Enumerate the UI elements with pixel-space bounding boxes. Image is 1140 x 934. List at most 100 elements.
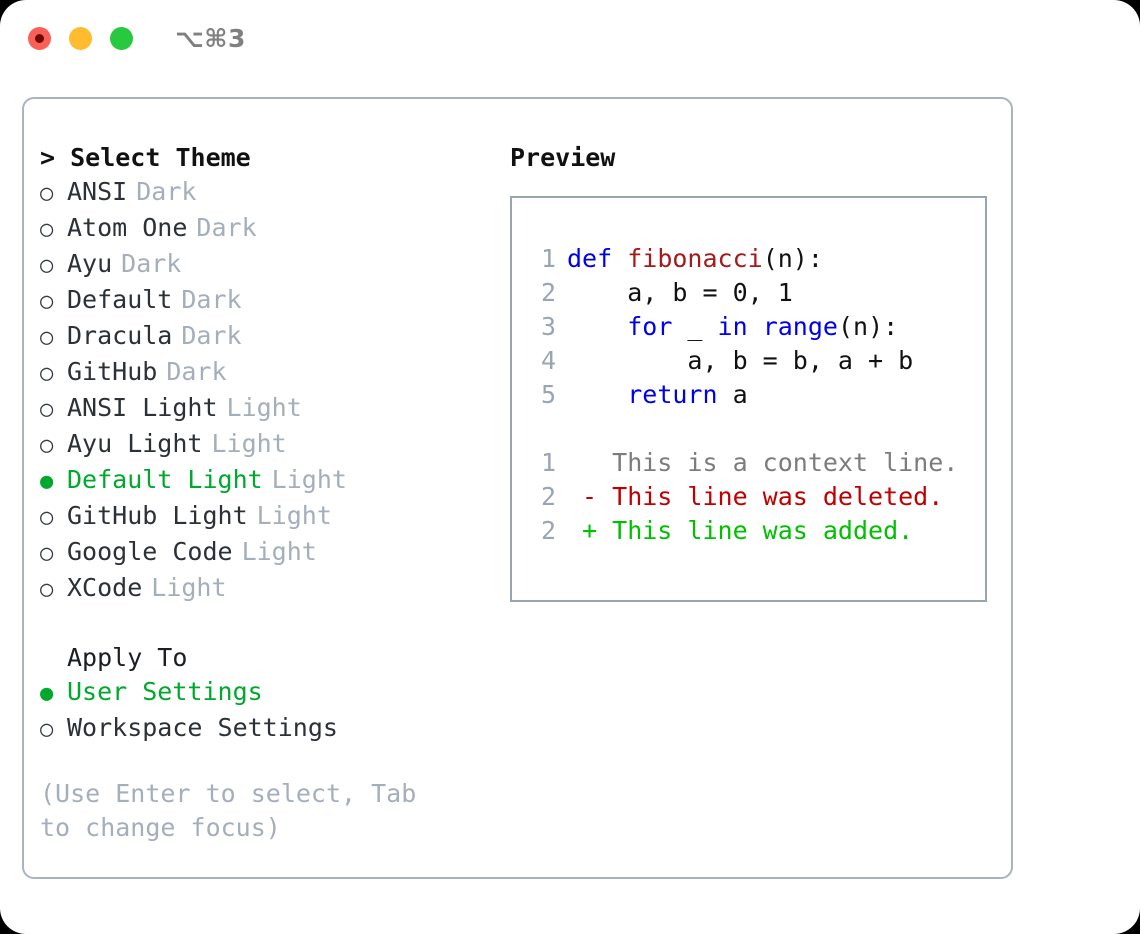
theme-list-item-tag: Dark (196, 213, 257, 242)
minimize-button[interactable] (69, 26, 92, 50)
code-token-plain: a, b = b, a + b (567, 346, 914, 375)
theme-list-item[interactable]: ○ Default Dark (40, 283, 489, 319)
radio-selected-icon: ● (40, 469, 54, 494)
theme-list-item[interactable]: ● Default Light Light (40, 463, 489, 499)
apply-to-list[interactable]: ● User Settings ○ Workspace Settings (40, 675, 489, 747)
theme-list-item[interactable]: ○ XCode Light (40, 571, 489, 607)
code-token-kw: return (627, 380, 718, 409)
diff-line-text: + This line was added. (567, 516, 914, 545)
code-token-plain: (n): (837, 312, 899, 341)
code-token-plain: (n): (762, 244, 823, 273)
code-token-plain: a (717, 380, 748, 409)
theme-list-item-tag: Dark (121, 249, 182, 278)
theme-list-item-tag: Light (151, 573, 227, 602)
code-line-number: 3 (540, 312, 556, 341)
diff-line: 2 - This line was deleted. (528, 480, 985, 514)
code-token-fn: fibonacci (627, 244, 763, 273)
diff-line-text: This is a context line. (567, 448, 959, 477)
radio-unselected-icon: ○ (40, 397, 54, 422)
code-line-text: a, b = b, a + b (556, 344, 913, 378)
code-line-number: 2 (540, 278, 556, 307)
radio-unselected-icon: ○ (40, 541, 54, 566)
code-line: 4 a, b = b, a + b (528, 344, 985, 378)
title-bar: ⌥⌘3 (0, 0, 1140, 76)
diff-line: 1 This is a context line. (528, 446, 985, 480)
theme-list-item-label: ANSI Light (67, 393, 218, 422)
code-token-kw: in (717, 312, 748, 341)
theme-list-item-tag: Light (256, 501, 332, 530)
code-token-plain: _ (672, 312, 718, 341)
code-token-plain (748, 312, 763, 341)
code-diff-spacer (528, 412, 985, 446)
theme-list-item-label: Ayu Light (67, 429, 203, 458)
code-line-text: a, b = 0, 1 (556, 276, 793, 310)
code-token-plain (567, 312, 627, 341)
code-line-text: for _ in range(n): (556, 310, 898, 344)
theme-list-item-tag: Dark (181, 285, 242, 314)
apply-to-item-label: User Settings (67, 677, 263, 706)
theme-list-item[interactable]: ○ ANSI Light Light (40, 391, 489, 427)
code-line-text: def fibonacci(n): (556, 242, 823, 276)
theme-list-item-label: XCode (67, 573, 143, 602)
radio-unselected-icon: ○ (40, 717, 54, 742)
theme-list-item-tag: Light (271, 465, 347, 494)
code-token-kw: for (627, 312, 673, 341)
radio-unselected-icon: ○ (40, 217, 54, 242)
close-button[interactable] (28, 26, 51, 50)
code-line: 3 for _ in range(n): (528, 310, 985, 344)
radio-unselected-icon: ○ (40, 505, 54, 530)
code-token-kw: range (762, 312, 838, 341)
code-line: 2 a, b = 0, 1 (528, 276, 985, 310)
code-line-number: 4 (540, 346, 556, 375)
keyboard-hint-text: (Use Enter to select, Tab to change focu… (40, 779, 432, 842)
theme-list-item-label: GitHub (67, 357, 158, 386)
radio-unselected-icon: ○ (40, 577, 54, 602)
code-token-kw: def (567, 244, 613, 273)
code-line-number: 1 (540, 244, 556, 273)
theme-list-item-label: Default Light (67, 465, 263, 494)
theme-list-item-label: GitHub Light (67, 501, 248, 530)
apply-to-item[interactable]: ● User Settings (40, 675, 489, 711)
diff-line-number: 2 (540, 482, 556, 511)
theme-list-item-tag: Dark (166, 357, 227, 386)
diff-line: 2 + This line was added. (528, 514, 985, 548)
list-spacer (40, 607, 489, 641)
radio-unselected-icon: ○ (40, 289, 54, 314)
theme-list-item-label: Dracula (67, 321, 173, 350)
diff-line-number: 1 (540, 448, 556, 477)
code-token-plain (567, 380, 627, 409)
theme-list-item-label: Ayu (67, 249, 113, 278)
code-token-plain: a, b = 0, 1 (567, 278, 793, 307)
theme-list-item-label: Default (67, 285, 173, 314)
select-theme-heading: > Select Theme (40, 143, 251, 172)
keyboard-shortcut-label: ⌥⌘3 (175, 23, 246, 53)
radio-selected-icon: ● (40, 681, 54, 706)
radio-unselected-icon: ○ (40, 181, 54, 206)
theme-list-item-tag: Light (211, 429, 287, 458)
code-line: 5 return a (528, 378, 985, 412)
apply-to-item-label: Workspace Settings (67, 713, 338, 742)
theme-list-item-tag: Dark (181, 321, 242, 350)
theme-list-item-tag: Light (226, 393, 302, 422)
theme-list-item-label: Google Code (67, 537, 233, 566)
apply-to-heading: Apply To (67, 643, 188, 672)
code-line-text: return a (556, 378, 748, 412)
zoom-button[interactable] (110, 26, 133, 50)
theme-list-item[interactable]: ○ GitHub Light Light (40, 499, 489, 535)
preview-heading: Preview (510, 143, 616, 172)
apply-to-item[interactable]: ○ Workspace Settings (40, 711, 489, 747)
